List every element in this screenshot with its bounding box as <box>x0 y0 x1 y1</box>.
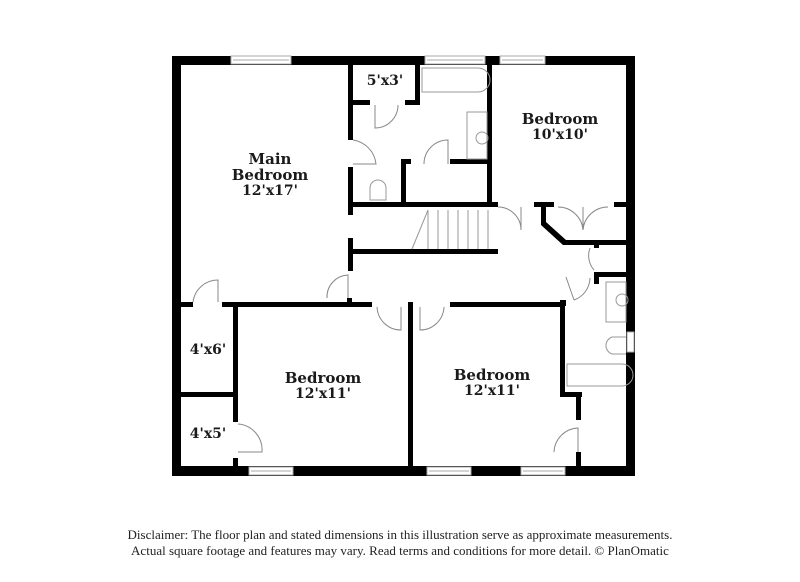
room-name: Bedroom <box>521 110 599 128</box>
disclaimer: Disclaimer: The floor plan and stated di… <box>0 527 800 559</box>
room-name: Bedroom <box>453 366 531 384</box>
fixtures <box>369 67 634 387</box>
windows <box>230 55 635 476</box>
room-main-bedroom: Main Bedroom 12'x17' <box>215 150 325 199</box>
room-dims: 4'x5' <box>189 426 227 442</box>
room-closet-5x3: 5'x3' <box>355 74 415 89</box>
room-dims: 4'x6' <box>189 342 227 358</box>
room-closet-4x5: 4'x5' <box>182 427 234 442</box>
disclaimer-line-2: Actual square footage and features may v… <box>131 543 669 558</box>
room-bedroom-12x11-west: Bedroom 12'x11' <box>268 369 378 402</box>
room-name-2: Bedroom <box>231 165 309 184</box>
room-closet-4x6: 4'x6' <box>182 343 234 358</box>
room-dims: 12'x11' <box>295 385 351 402</box>
disclaimer-line-1: Disclaimer: The floor plan and stated di… <box>127 527 673 542</box>
room-dims: 5'x3' <box>366 73 404 89</box>
door-swings <box>192 104 609 453</box>
interior-walls <box>181 56 634 468</box>
room-name: Main <box>248 150 292 168</box>
room-dims: 12'x11' <box>464 382 520 399</box>
room-bedroom-12x11-east: Bedroom 12'x11' <box>437 366 547 399</box>
room-dims: 12'x17' <box>242 182 298 199</box>
room-dims: 10'x10' <box>532 126 588 143</box>
room-bedroom-10x10: Bedroom 10'x10' <box>505 110 615 143</box>
exterior-walls <box>172 56 635 476</box>
room-name: Bedroom <box>284 369 362 387</box>
